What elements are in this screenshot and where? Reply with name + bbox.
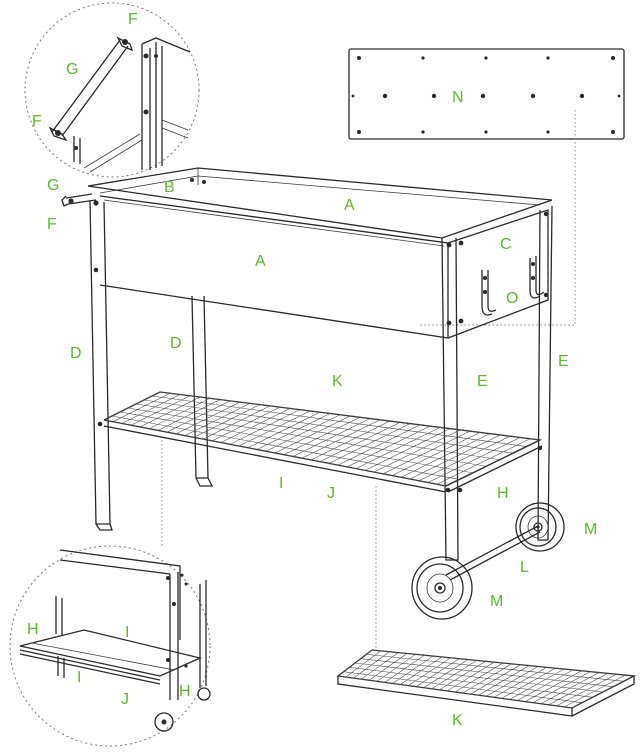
label-m-rear: M xyxy=(584,521,597,538)
label-f-detail-left: F xyxy=(32,113,42,130)
part-labels: F G F B A G F A C O N D D E E K I J H M … xyxy=(27,11,597,729)
label-k-shelf: K xyxy=(332,373,343,390)
detail-shelf-circle xyxy=(9,545,211,747)
label-o: O xyxy=(506,290,518,307)
label-a-top: A xyxy=(344,197,355,214)
label-e-front: E xyxy=(477,373,488,390)
label-d-back: D xyxy=(170,335,182,352)
wheel-front xyxy=(411,556,473,620)
label-b: B xyxy=(164,179,175,196)
label-h-detail-right: H xyxy=(179,683,191,700)
label-i-detail-top: I xyxy=(125,624,129,641)
label-a-front: A xyxy=(255,253,266,270)
label-j-detail: J xyxy=(121,691,129,708)
label-d-left: D xyxy=(70,345,82,362)
wheel-rear xyxy=(515,502,565,552)
label-n: N xyxy=(452,89,464,106)
shelf-grid xyxy=(103,391,541,487)
label-c: C xyxy=(500,236,512,253)
label-h: H xyxy=(497,485,509,502)
label-g: G xyxy=(47,177,59,194)
label-k-panel: K xyxy=(452,712,463,729)
label-m-front: M xyxy=(490,593,503,610)
planter-cart xyxy=(61,167,565,620)
label-f-detail-top: F xyxy=(128,11,138,28)
panel-n-part xyxy=(348,48,625,140)
label-f: F xyxy=(47,216,57,233)
label-i-detail-bottom: I xyxy=(77,669,81,686)
label-l: L xyxy=(520,559,529,576)
grid-panel-k xyxy=(336,649,637,717)
label-g-detail: G xyxy=(66,61,78,78)
label-e-right: E xyxy=(558,353,569,370)
label-h-detail-left: H xyxy=(27,621,39,638)
detail-handle-circle xyxy=(24,2,200,178)
label-i: I xyxy=(279,475,283,492)
label-j: J xyxy=(327,485,335,502)
